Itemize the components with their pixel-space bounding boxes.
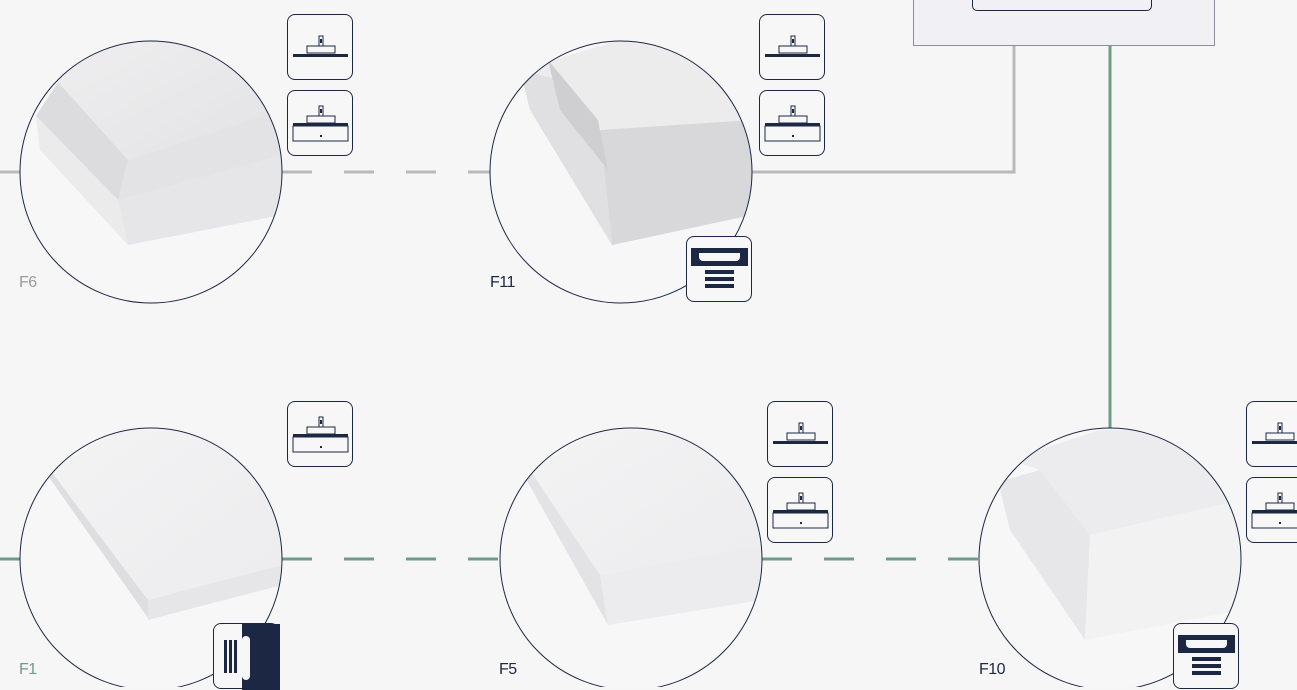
node-label-f10: F10 bbox=[979, 661, 1006, 678]
mount-box-icon[interactable] bbox=[767, 477, 833, 543]
control-panel bbox=[913, 0, 1215, 46]
node-f1 bbox=[20, 428, 282, 687]
panel-slot bbox=[972, 0, 1152, 11]
mount-box-icon[interactable] bbox=[287, 401, 353, 467]
node-label-f6: F6 bbox=[19, 274, 37, 291]
node-f6 bbox=[20, 41, 282, 303]
node-f6-ring bbox=[19, 40, 283, 304]
mount-flat-icon[interactable] bbox=[1246, 401, 1297, 467]
mount-box-icon[interactable] bbox=[759, 90, 825, 156]
node-f11 bbox=[490, 41, 752, 303]
node-f11-ring bbox=[489, 40, 753, 304]
mount-flat-icon[interactable] bbox=[759, 14, 825, 80]
line-f11-panel bbox=[752, 46, 1016, 174]
mount-box-icon[interactable] bbox=[1246, 477, 1297, 543]
node-label-f11: F11 bbox=[490, 274, 515, 291]
node-f10-ring bbox=[978, 427, 1242, 687]
mount-flat-icon[interactable] bbox=[767, 401, 833, 467]
node-f5 bbox=[500, 428, 762, 687]
grooved-edge-icon[interactable] bbox=[213, 623, 280, 690]
handle-slot-icon[interactable] bbox=[1173, 623, 1239, 689]
handle-slot-icon[interactable] bbox=[686, 236, 752, 302]
node-f5-ring bbox=[499, 427, 763, 687]
mount-box-icon[interactable] bbox=[287, 90, 353, 156]
node-label-f5: F5 bbox=[499, 661, 517, 678]
node-f1-ring bbox=[19, 427, 283, 687]
mount-flat-icon[interactable] bbox=[287, 14, 353, 80]
node-label-f1: F1 bbox=[19, 661, 37, 678]
